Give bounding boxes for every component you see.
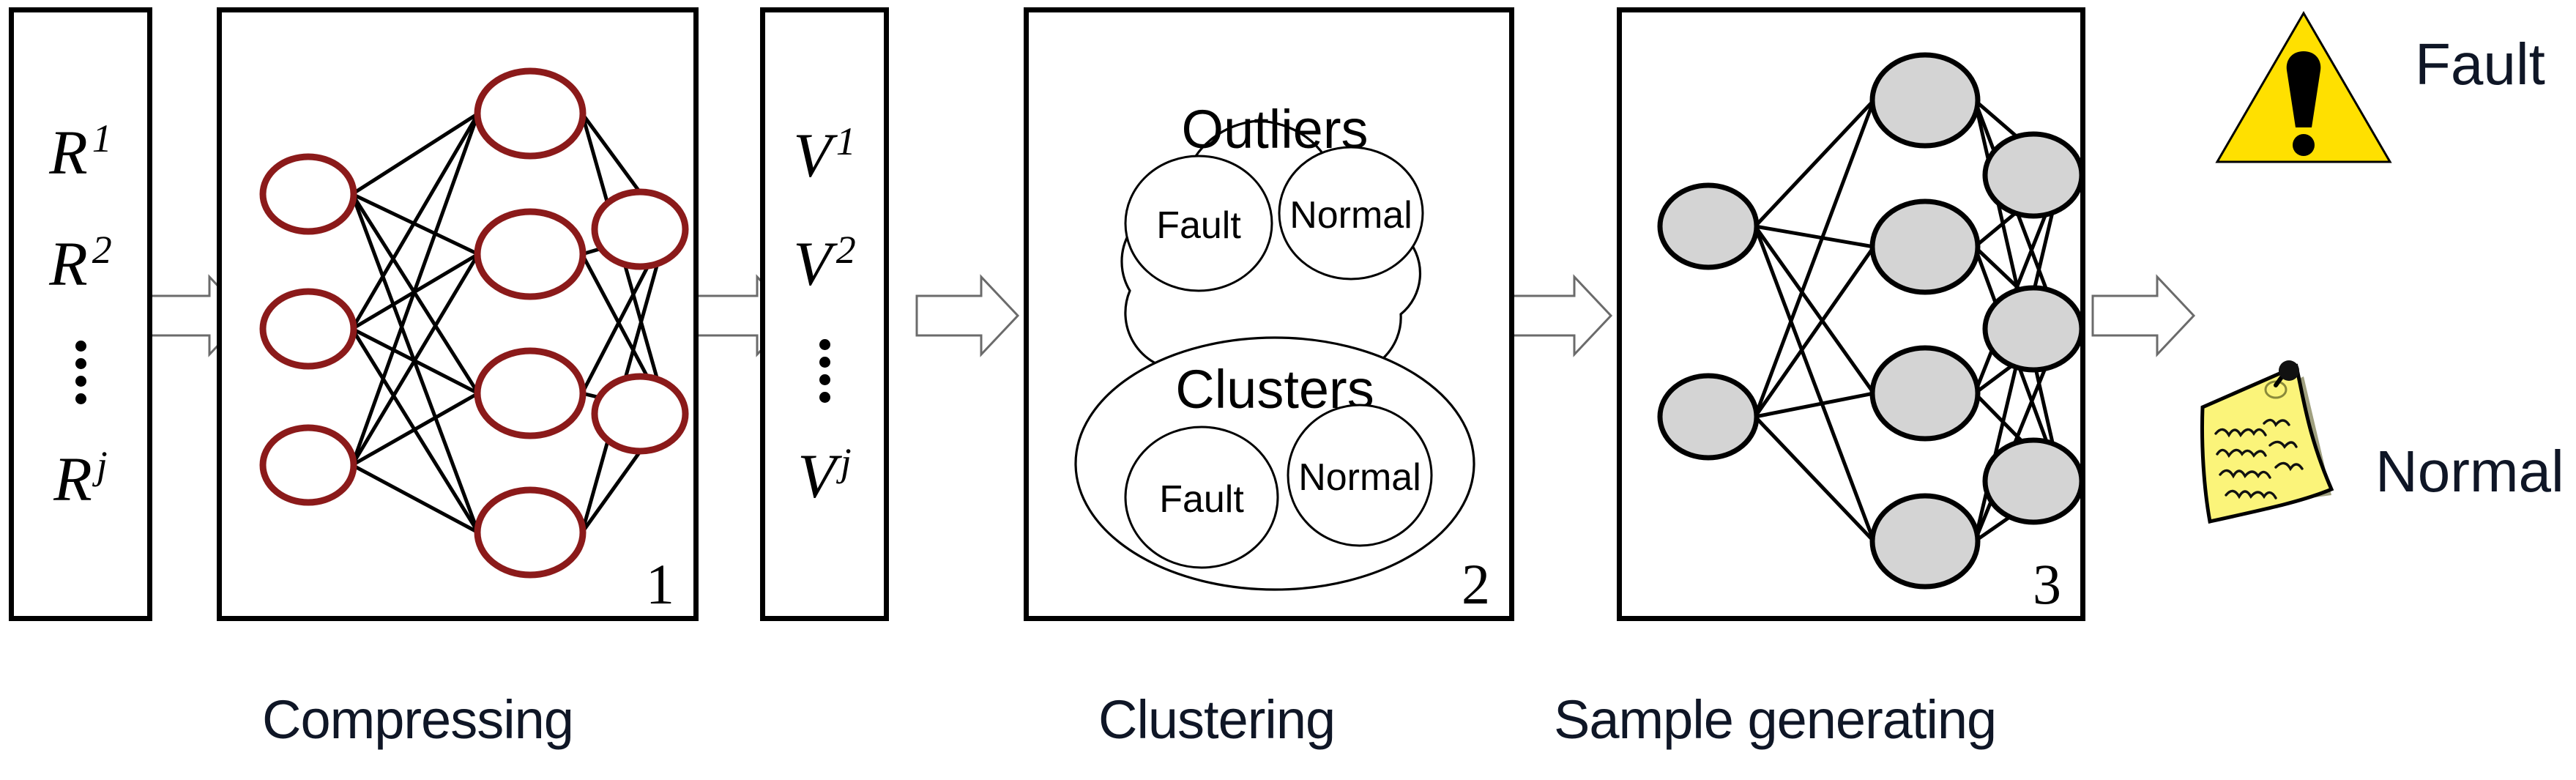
network-node — [259, 153, 357, 235]
vector-superscript: 1 — [92, 116, 112, 160]
clusters-fault-circle — [1124, 426, 1279, 569]
outliers-fault-circle — [1124, 155, 1273, 292]
clusters-normal-circle — [1287, 404, 1433, 547]
stage-index: 1 — [646, 552, 674, 616]
clusters-fault-label: Fault — [1159, 478, 1244, 521]
network-node — [474, 67, 587, 160]
network-nodes — [259, 67, 689, 579]
sticky-note-icon — [2200, 360, 2334, 524]
vector-superscript: j — [96, 442, 108, 487]
outliers-normal-label: Normal — [1289, 194, 1412, 237]
network-nodes — [1657, 52, 2085, 590]
clustering-diagram: Outliers Fault Normal Clusters Fault Nor… — [1024, 7, 1514, 621]
network-node — [1869, 493, 1981, 590]
network-node — [591, 188, 689, 270]
network-node — [1869, 345, 1981, 442]
caption-compressing: Compressing — [262, 689, 574, 750]
network-node — [474, 208, 587, 300]
arrow-clustering-to-generating — [1508, 274, 1613, 357]
clustering-graphic: Outliers Fault Normal Clusters Fault Nor… — [1074, 99, 1475, 591]
vertical-ellipsis-icon — [75, 340, 86, 404]
network-node — [1869, 198, 1981, 295]
vector-superscript: 2 — [92, 228, 112, 272]
compressing-network-graph — [259, 67, 689, 579]
fault-output-label: Fault — [2415, 31, 2545, 97]
clusters-normal-label: Normal — [1298, 456, 1421, 499]
network-node — [474, 347, 587, 439]
vertical-ellipsis-icon — [819, 338, 830, 403]
vector-base: R — [53, 443, 92, 514]
outliers-fault-label: Fault — [1156, 204, 1241, 247]
network-node — [1869, 52, 1981, 149]
network-node — [1657, 373, 1760, 461]
caption-sample-generating: Sample generating — [1554, 689, 1997, 750]
network-edges — [350, 111, 669, 535]
arrow-generating-to-outputs — [2091, 274, 2196, 357]
vector-base: V — [793, 228, 832, 299]
outliers-normal-circle — [1278, 146, 1424, 281]
sample-generating-graph — [1657, 52, 2085, 590]
arrow-latent-to-clustering — [915, 274, 1020, 357]
compressing-network: 1 — [217, 7, 699, 621]
vector-superscript: j — [840, 439, 852, 484]
network-node — [1657, 182, 1760, 270]
stage-index: 2 — [1462, 552, 1490, 616]
stage-index: 3 — [2033, 552, 2061, 616]
vector-superscript: 1 — [835, 119, 856, 163]
network-node — [591, 373, 689, 455]
network-node — [1982, 285, 2085, 373]
vector-base: R — [49, 228, 88, 299]
caption-clustering: Clustering — [1098, 689, 1336, 750]
sample-generating-network: 3 — [1617, 7, 2085, 621]
warning-triangle-icon — [2215, 11, 2392, 163]
network-node — [259, 288, 357, 370]
network-node — [259, 424, 357, 506]
vector-base: R — [49, 116, 88, 187]
network-node — [1982, 131, 2085, 219]
vector-base: V — [793, 119, 832, 190]
vector-base: V — [797, 440, 836, 511]
vector-superscript: 2 — [835, 228, 856, 272]
network-node — [474, 486, 587, 579]
network-node — [1982, 437, 2085, 525]
normal-output-label: Normal — [2375, 439, 2564, 504]
